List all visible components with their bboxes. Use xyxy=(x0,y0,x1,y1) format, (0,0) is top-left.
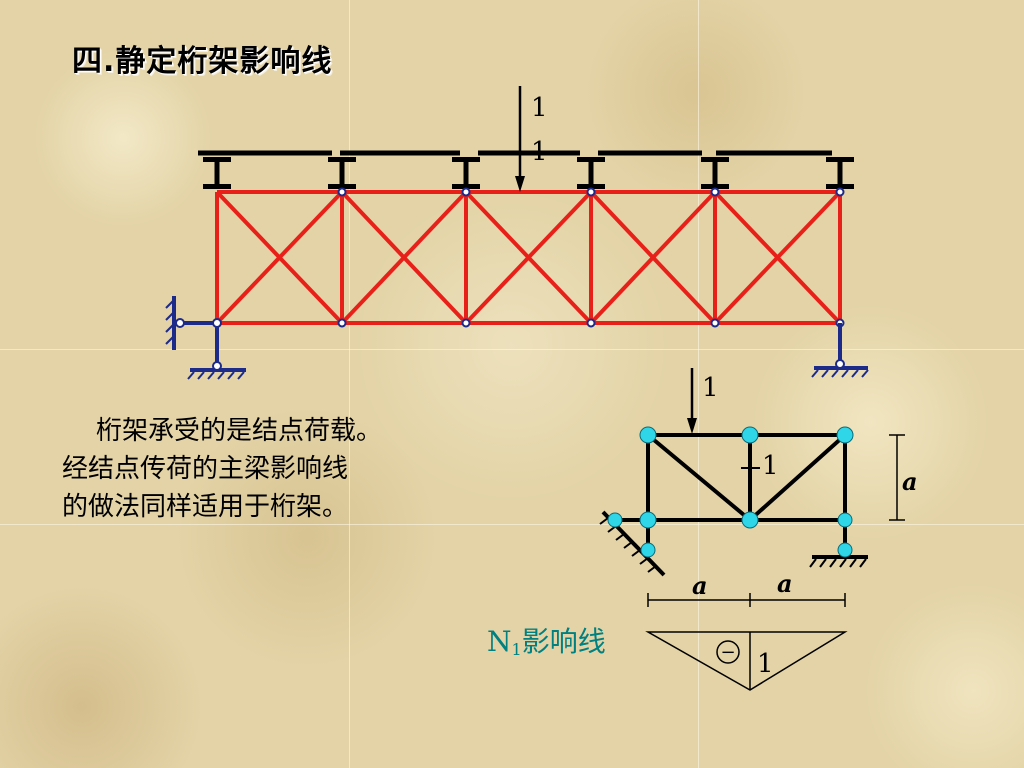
big-truss: 1 1 xyxy=(165,86,869,380)
paragraph-line-1: 桁架承受的是结点荷载。 xyxy=(96,416,383,446)
right-support xyxy=(811,323,869,378)
span-label-2: a xyxy=(777,569,793,598)
influence-line: N1影响线 − 1 xyxy=(487,625,848,691)
small-load-arrow xyxy=(687,368,697,434)
paragraph-line-3: 的做法同样适用于桁架。 xyxy=(62,492,349,522)
tile-grid-line xyxy=(349,0,350,768)
small-truss: 1 1 a a a xyxy=(599,368,918,607)
small-truss-nodes xyxy=(607,426,854,558)
small-right-support xyxy=(809,555,868,568)
influence-value-label: 1 xyxy=(757,649,774,679)
influence-triangle xyxy=(645,631,848,691)
tile-grid-line xyxy=(0,524,1024,525)
tile-grid-line xyxy=(0,349,1024,350)
influence-line-title: N1影响线 xyxy=(487,625,606,659)
explanation-paragraph: 桁架承受的是结点荷载。 经结点传荷的主梁影响线 的做法同样适用于桁架。 xyxy=(62,412,462,526)
small-load-label: 1 xyxy=(702,373,719,403)
big-load-label: 1 xyxy=(531,93,548,123)
span-dimension xyxy=(647,593,846,607)
left-support xyxy=(165,296,246,380)
paragraph-line-2: 经结点传荷的主梁影响线 xyxy=(62,454,349,484)
height-label: a xyxy=(902,467,918,496)
negative-sign-circle xyxy=(716,640,740,664)
truss-members xyxy=(215,190,842,325)
tile-grid-line xyxy=(698,0,699,768)
stringer-supports xyxy=(203,157,854,189)
section-label: 1 xyxy=(531,137,548,167)
span-label-1: a xyxy=(692,571,708,600)
negative-sign: − xyxy=(720,642,735,663)
truss-joints xyxy=(337,187,845,328)
member-label: 1 xyxy=(762,451,779,481)
height-dimension xyxy=(889,434,905,521)
slide-title: 四.静定桁架影响线 xyxy=(72,44,333,79)
big-load-arrow xyxy=(515,86,525,192)
